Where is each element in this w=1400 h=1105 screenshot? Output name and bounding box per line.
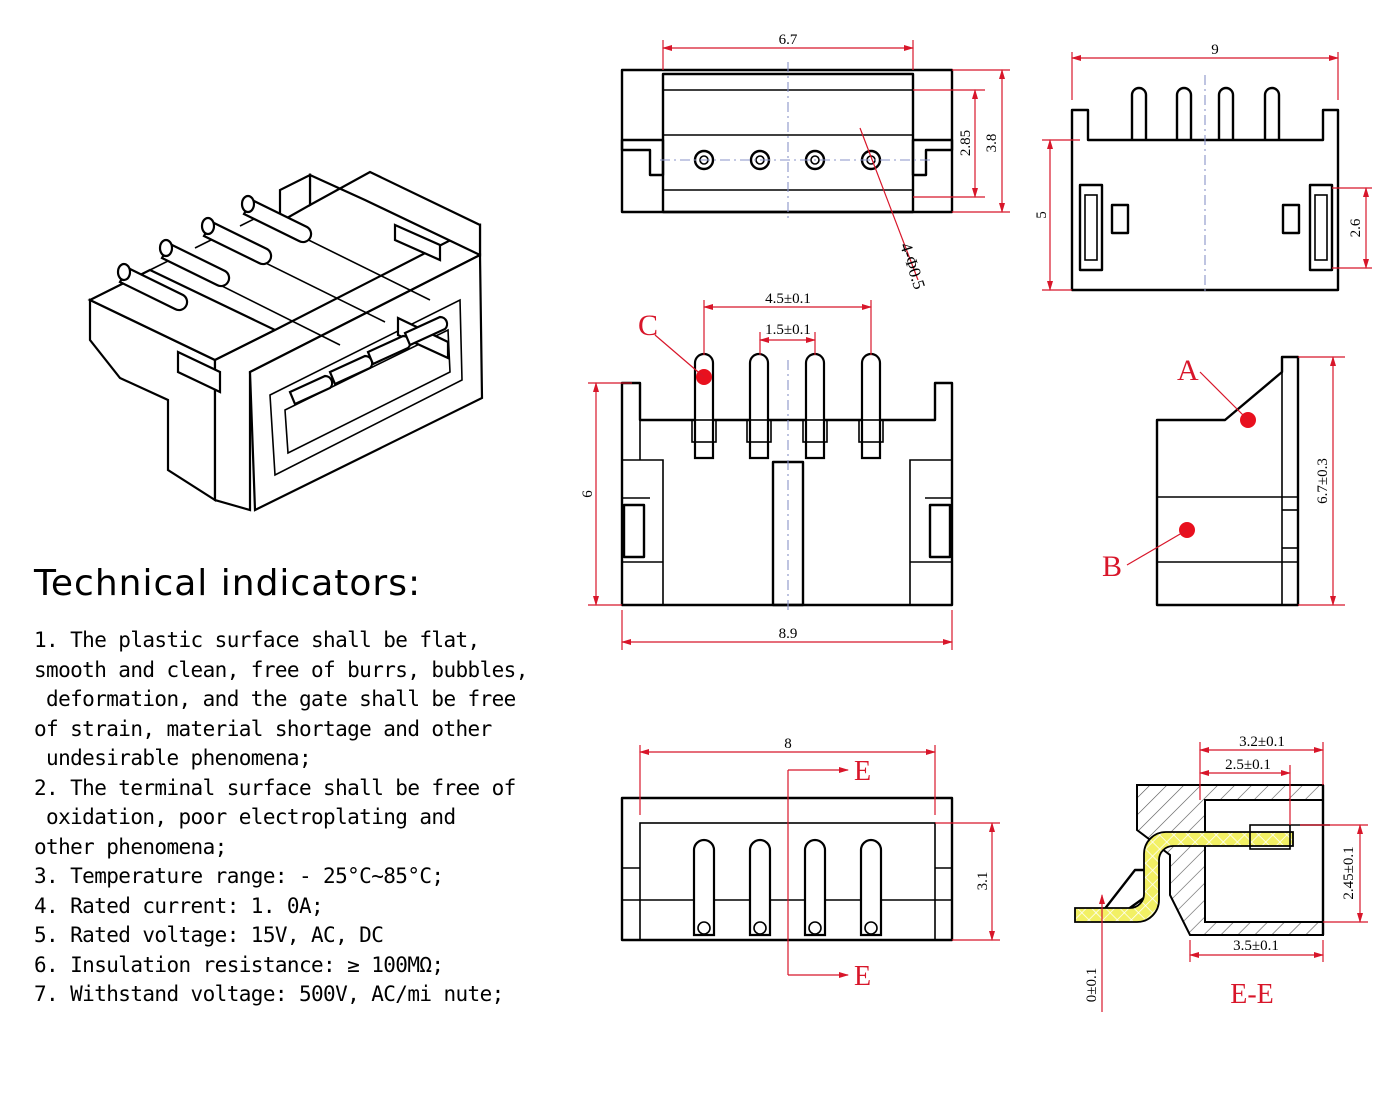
section-label: E-E	[1230, 979, 1274, 1010]
top-view: 6.7 2.85 3.8 4-Φ0.5	[620, 32, 1010, 292]
tech-line: 1. The plastic surface shall be flat,	[34, 628, 480, 652]
dim-top-width: 6.7	[779, 32, 798, 48]
isometric-view	[87, 170, 484, 512]
label-e-bottom: E	[854, 961, 871, 992]
tech-line: smooth and clean, free of burrs, bubbles…	[34, 657, 528, 682]
tech-line: undesirable phenomena;	[34, 746, 312, 770]
tech-line: other phenomena;	[34, 834, 227, 859]
tech-title: Technical indicators:	[34, 563, 422, 604]
dim-sec-d2: 2.5±0.1	[1225, 757, 1271, 773]
label-c: C	[638, 309, 658, 342]
front-view: C 4.5±0.1 1.5±0.1 6 8.9	[580, 291, 954, 650]
dim-front-width: 8.9	[779, 626, 798, 642]
dim-sec-d4: 3.5±0.1	[1233, 938, 1279, 954]
dim-bottom-width: 8	[784, 736, 792, 752]
profile-view: A B 6.7±0.3	[1102, 354, 1345, 607]
side-view-pins	[1130, 86, 1281, 140]
section-view: 3.2±0.1 2.5±0.1 2.45±0.1 3.5±0.1 0±0.1 E…	[1074, 734, 1368, 1012]
section-contact	[1074, 831, 1294, 923]
dim-profile-height: 6.7±0.3	[1315, 458, 1331, 504]
technical-indicators: Technical indicators: 1. The plastic sur…	[34, 563, 554, 1010]
dim-holes: 4-Φ0.5	[896, 240, 929, 291]
bottom-view-pins	[692, 838, 883, 937]
tech-line: 5. Rated voltage: 15V, AC, DC	[34, 923, 384, 947]
tech-list: 1. The plastic surface shall be flat, sm…	[34, 626, 554, 1010]
tech-line: oxidation, poor electroplating and	[34, 805, 456, 829]
tech-line: 7. Withstand voltage: 500V, AC/mi nute;	[34, 982, 504, 1006]
dim-sec-d3: 2.45±0.1	[1341, 846, 1357, 899]
label-e-top: E	[854, 756, 871, 787]
dim-front-pitch: 1.5±0.1	[765, 322, 811, 338]
dim-side-lock: 2.6	[1348, 218, 1364, 237]
dim-top-h1: 2.85	[958, 130, 974, 156]
tech-line: 4. Rated current: 1. 0A;	[34, 893, 324, 918]
tech-line: 3. Temperature range: - 25°C~85°C;	[34, 864, 444, 888]
label-a: A	[1177, 354, 1199, 387]
isometric-pins	[116, 194, 449, 406]
dim-front-pitch-total: 4.5±0.1	[765, 291, 811, 307]
tech-line: deformation, and the gate shall be free	[34, 687, 516, 711]
dim-top-h2: 3.8	[984, 134, 1000, 153]
dim-bottom-height: 3.1	[975, 872, 991, 891]
tech-line: 2. The terminal surface shall be free of	[34, 775, 516, 800]
dim-front-height: 6	[580, 490, 596, 498]
tech-line: 6. Insulation resistance: ≥ 100MΩ;	[34, 952, 444, 977]
dim-sec-d5: 0±0.1	[1084, 968, 1100, 1002]
dim-sec-d1: 3.2±0.1	[1239, 734, 1285, 750]
dim-side-height: 5	[1034, 211, 1050, 219]
label-b: B	[1102, 550, 1122, 583]
side-view: 9 5 2.6	[1034, 42, 1372, 295]
tech-line: of strain, material shortage and other	[34, 716, 492, 741]
bottom-view: E E 8 3.1	[620, 736, 1000, 992]
dim-side-width: 9	[1211, 42, 1219, 58]
